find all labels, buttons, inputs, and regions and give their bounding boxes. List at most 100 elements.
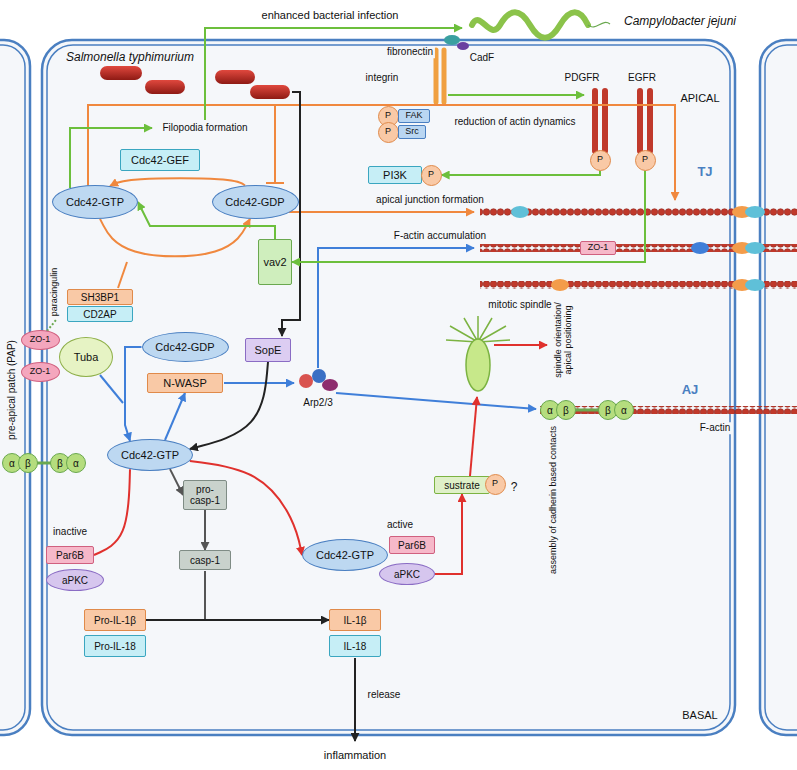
cell-membrane — [47, 45, 730, 730]
node-text: CD2AP — [83, 309, 116, 320]
scaffold-ellipse: ZO-1 — [21, 362, 60, 382]
node-text: aPKC — [62, 575, 88, 586]
cleavage-line — [204, 571, 206, 620]
part-name: CadF — [468, 52, 496, 64]
inhibition-line — [88, 105, 675, 200]
gef-ellipse: Tuba — [59, 337, 113, 377]
pathway-arrow — [146, 619, 329, 621]
integrin-symbol — [436, 50, 444, 102]
part-name: EGFR — [626, 72, 658, 84]
kinase-box: Src — [398, 125, 426, 139]
node-text: pro-casp-1 — [188, 484, 222, 506]
node-text: α — [73, 458, 79, 469]
node-text: SH3BP1 — [81, 292, 119, 303]
node-text: α — [9, 458, 15, 469]
spindle-fibre — [446, 316, 510, 342]
organism-name: Campylobacter jejuni — [622, 15, 738, 29]
part-name: F-actin — [698, 422, 733, 434]
salmonella-rod — [100, 66, 142, 80]
egfr-symbol — [647, 88, 653, 154]
cytokine-box: IL-1β — [329, 609, 381, 631]
adaptor-box: CD2AP — [67, 306, 133, 322]
tj-protein — [691, 242, 709, 254]
node-text: P — [385, 127, 391, 137]
scaffold-ellipse: ZO-1 — [21, 330, 60, 350]
neighbour-cell — [0, 40, 30, 735]
node-text: Cdc42-GTP — [316, 549, 374, 561]
node-text: β — [605, 405, 611, 416]
region-label: BASAL — [680, 709, 719, 722]
campylobacter-body — [472, 12, 588, 38]
caspase-box: pro-casp-1 — [183, 480, 227, 510]
node-text: Src — [405, 127, 419, 137]
node-text: P — [642, 155, 648, 165]
node-text: β — [57, 458, 63, 469]
effector-box: SopE — [245, 338, 291, 362]
node-text: Par6B — [56, 550, 84, 561]
neighbour-cell-membrane — [0, 45, 25, 730]
node-text: PI3K — [383, 169, 407, 181]
pathway-arrow — [165, 393, 185, 440]
process-label: assembly of cadherin based contacts — [548, 424, 558, 576]
node-text: IL-1β — [344, 615, 367, 626]
node-text: P — [492, 479, 498, 489]
node-text: ZO-1 — [30, 335, 51, 345]
signal-arrow — [448, 94, 584, 96]
part-name: PDGFR — [563, 72, 602, 84]
catenin-circle: α — [66, 453, 86, 473]
node-text: IL-18 — [344, 641, 367, 652]
process-label: enhanced bacterial infection — [260, 9, 401, 22]
catenin-circle: β — [556, 400, 576, 420]
orientation-arrow — [494, 344, 547, 346]
polarity-box: Par6B — [46, 546, 94, 564]
node-text: sustrate — [444, 480, 480, 491]
node-text: Tuba — [74, 351, 99, 363]
cytokine-box: Pro-IL-1β — [84, 609, 146, 631]
node-text: Cdc42-GDP — [225, 196, 284, 208]
adaptor-box: SH3BP1 — [67, 289, 133, 305]
part-name: paracingulin — [49, 266, 59, 319]
node-text: SopE — [255, 344, 282, 356]
cytokine-box: IL-18 — [329, 635, 381, 657]
scaffold-box: ZO-1 — [580, 241, 616, 255]
substrate-arrow — [470, 397, 477, 476]
arp-subunit — [322, 379, 338, 391]
tj-protein — [511, 206, 529, 218]
node-text: P — [597, 155, 603, 165]
pathway-arrow — [125, 347, 142, 441]
state-label: inactive — [51, 526, 89, 538]
egfr-symbol — [637, 88, 643, 154]
pdgfr-symbol — [602, 88, 608, 154]
pathway-arrow — [292, 171, 645, 263]
junction-arrow — [289, 211, 474, 213]
node-text: α — [547, 405, 553, 416]
caspase-box: casp-1 — [179, 550, 231, 570]
part-name: integrin — [364, 72, 401, 84]
node-text: vav2 — [263, 256, 286, 268]
node-text: aPKC — [394, 569, 420, 580]
gef-box: vav2 — [258, 239, 292, 285]
node-text: Cdc42-GEF — [131, 154, 189, 166]
neighbour-cell — [760, 40, 797, 735]
occludin — [745, 279, 765, 291]
pathway-arrow — [170, 469, 183, 495]
node-text: P — [428, 170, 434, 180]
gtpase-ellipse: Cdc42-GTP — [52, 185, 138, 219]
node-text: Pro-IL-1β — [94, 615, 136, 626]
effector-box: N-WASP — [147, 373, 223, 393]
node-text: Cdc42-GTP — [121, 449, 179, 461]
gap-link — [118, 262, 127, 288]
pathway-arrow — [435, 494, 462, 574]
node-text: FAK — [405, 111, 422, 121]
catenin-circle: β — [18, 453, 38, 473]
paracingulin-link — [47, 320, 56, 331]
kinase-box: PI3K — [368, 166, 422, 184]
substrate-box: sustrate — [434, 476, 490, 494]
node-text: P — [385, 111, 391, 121]
gtpase-ellipse: Cdc42-GTP — [107, 439, 193, 471]
node-text: Cdc42-GDP — [155, 341, 214, 353]
salmonella-rod — [145, 80, 185, 94]
process-label: inflammation — [322, 749, 388, 762]
